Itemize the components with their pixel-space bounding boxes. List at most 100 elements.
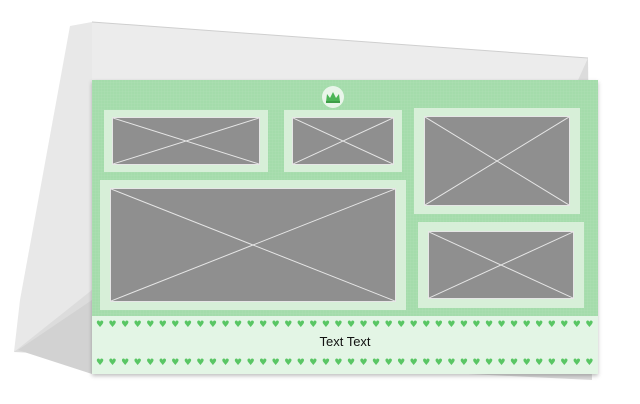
- heart-icon: ♥: [522, 320, 531, 330]
- photo-placeholder-4[interactable]: [110, 188, 396, 302]
- photo-frame-4: [100, 180, 406, 310]
- heart-icon: ♥: [246, 358, 255, 368]
- heart-icon: ♥: [121, 320, 130, 330]
- heart-icon: ♥: [397, 358, 406, 368]
- heart-icon: ♥: [359, 358, 368, 368]
- greeting-card: ♥♥♥♥♥♥♥♥♥♥♥♥♥♥♥♥♥♥♥♥♥♥♥♥♥♥♥♥♥♥♥♥♥♥♥♥♥♥♥♥…: [92, 80, 598, 374]
- heart-icon: ♥: [484, 320, 494, 330]
- heart-icon: ♥: [96, 320, 105, 330]
- heart-icon: ♥: [472, 320, 481, 330]
- heart-icon: ♥: [359, 320, 368, 330]
- heart-icon: ♥: [196, 320, 205, 330]
- heart-icon: ♥: [284, 358, 293, 368]
- heart-icon: ♥: [259, 320, 268, 330]
- heart-icon: ♥: [321, 358, 330, 368]
- heart-icon: ♥: [221, 320, 230, 330]
- heart-row-top: ♥♥♥♥♥♥♥♥♥♥♥♥♥♥♥♥♥♥♥♥♥♥♥♥♥♥♥♥♥♥♥♥♥♥♥♥♥♥♥♥: [92, 320, 598, 330]
- heart-icon: ♥: [321, 320, 330, 330]
- image-placeholder-icon: [429, 232, 573, 298]
- heart-icon: ♥: [585, 320, 594, 330]
- heart-icon: ♥: [183, 358, 192, 368]
- heart-icon: ♥: [183, 320, 192, 330]
- heart-icon: ♥: [334, 358, 343, 368]
- heart-icon: ♥: [422, 358, 431, 368]
- heart-icon: ♥: [547, 320, 556, 330]
- heart-icon: ♥: [296, 320, 305, 330]
- heart-icon: ♥: [259, 358, 268, 368]
- heart-icon: ♥: [271, 320, 280, 330]
- heart-icon: ♥: [535, 358, 544, 368]
- heart-icon: ♥: [284, 320, 293, 330]
- crown-emblem: [322, 86, 344, 108]
- photo-placeholder-1[interactable]: [112, 117, 260, 165]
- heart-icon: ♥: [447, 358, 456, 368]
- heart-icon: ♥: [535, 320, 544, 330]
- heart-icon: ♥: [384, 320, 393, 330]
- heart-icon: ♥: [560, 320, 569, 330]
- heart-icon: ♥: [171, 358, 180, 368]
- heart-icon: ♥: [96, 358, 105, 368]
- heart-icon: ♥: [346, 320, 356, 330]
- heart-icon: ♥: [459, 320, 468, 330]
- heart-icon: ♥: [585, 358, 594, 368]
- heart-icon: ♥: [108, 320, 117, 330]
- heart-icon: ♥: [146, 320, 155, 330]
- heart-icon: ♥: [234, 358, 243, 368]
- heart-icon: ♥: [309, 320, 318, 330]
- heart-icon: ♥: [372, 320, 381, 330]
- heart-icon: ♥: [208, 320, 217, 330]
- heart-icon: ♥: [234, 320, 243, 330]
- image-placeholder-icon: [425, 117, 569, 205]
- heart-icon: ♥: [108, 358, 117, 368]
- heart-icon: ♥: [158, 320, 167, 330]
- heart-icon: ♥: [397, 320, 406, 330]
- photo-frame-1: [104, 110, 268, 172]
- heart-icon: ♥: [346, 358, 356, 368]
- heart-icon: ♥: [409, 358, 418, 368]
- heart-icon: ♥: [572, 320, 581, 330]
- crown-icon: [326, 92, 340, 103]
- heart-icon: ♥: [171, 320, 180, 330]
- heart-icon: ♥: [208, 358, 217, 368]
- photo-frame-5: [418, 222, 584, 308]
- heart-icon: ♥: [409, 320, 418, 330]
- heart-icon: ♥: [158, 358, 167, 368]
- heart-icon: ♥: [334, 320, 343, 330]
- caption-band: ♥♥♥♥♥♥♥♥♥♥♥♥♥♥♥♥♥♥♥♥♥♥♥♥♥♥♥♥♥♥♥♥♥♥♥♥♥♥♥♥…: [92, 316, 598, 374]
- heart-icon: ♥: [372, 358, 381, 368]
- image-placeholder-icon: [111, 189, 395, 301]
- heart-icon: ♥: [447, 320, 456, 330]
- photo-placeholder-3[interactable]: [424, 116, 570, 206]
- heart-icon: ♥: [296, 358, 305, 368]
- heart-icon: ♥: [497, 358, 506, 368]
- heart-row-bottom: ♥♥♥♥♥♥♥♥♥♥♥♥♥♥♥♥♥♥♥♥♥♥♥♥♥♥♥♥♥♥♥♥♥♥♥♥♥♥♥♥: [92, 358, 598, 368]
- heart-icon: ♥: [133, 358, 142, 368]
- heart-icon: ♥: [271, 358, 280, 368]
- heart-icon: ♥: [146, 358, 155, 368]
- heart-icon: ♥: [560, 358, 569, 368]
- heart-icon: ♥: [547, 358, 556, 368]
- heart-icon: ♥: [434, 358, 443, 368]
- heart-icon: ♥: [309, 358, 318, 368]
- caption-text[interactable]: Text Text: [319, 334, 371, 349]
- heart-icon: ♥: [510, 358, 519, 368]
- heart-icon: ♥: [133, 320, 142, 330]
- heart-icon: ♥: [522, 358, 531, 368]
- photo-placeholder-5[interactable]: [428, 231, 574, 299]
- heart-icon: ♥: [510, 320, 519, 330]
- heart-icon: ♥: [572, 358, 581, 368]
- heart-icon: ♥: [384, 358, 393, 368]
- heart-icon: ♥: [196, 358, 205, 368]
- heart-icon: ♥: [246, 320, 255, 330]
- heart-icon: ♥: [434, 320, 443, 330]
- photo-placeholder-2[interactable]: [292, 117, 394, 165]
- heart-icon: ♥: [221, 358, 230, 368]
- heart-icon: ♥: [497, 320, 506, 330]
- image-placeholder-icon: [113, 118, 259, 164]
- heart-icon: ♥: [422, 320, 431, 330]
- heart-icon: ♥: [459, 358, 468, 368]
- photo-frame-3: [414, 108, 580, 214]
- heart-icon: ♥: [121, 358, 130, 368]
- heart-icon: ♥: [484, 358, 494, 368]
